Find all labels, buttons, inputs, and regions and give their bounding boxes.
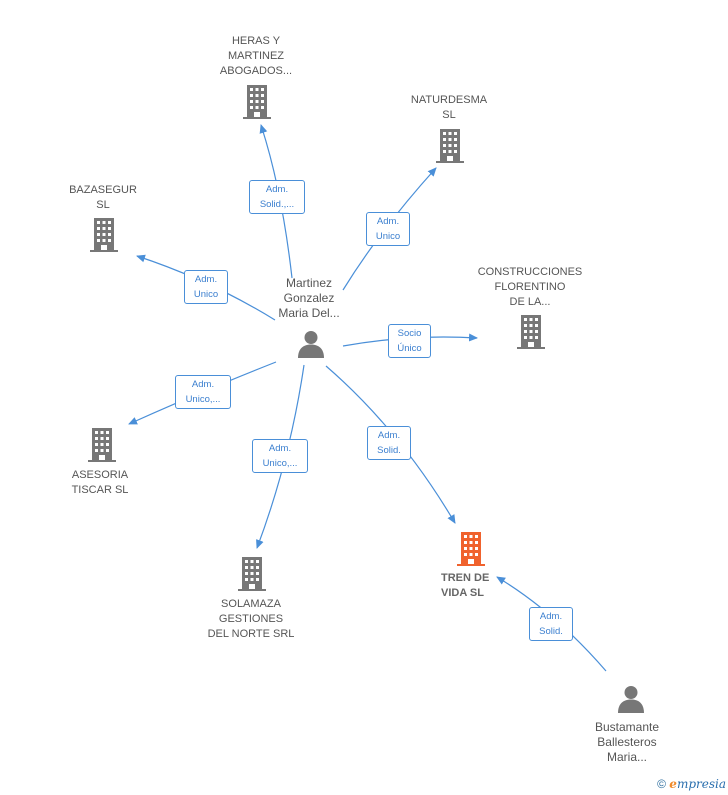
company-name-asesoria[interactable]: ASESORIA TISCAR SL bbox=[71, 469, 129, 496]
edge-label-solamaza: Adm. Unico,... bbox=[252, 439, 308, 473]
building-icon[interactable] bbox=[436, 129, 464, 163]
edge-label-heras: Adm. Solid.,... bbox=[249, 180, 305, 214]
building-icon[interactable] bbox=[88, 428, 116, 462]
edge-label-tren: Adm. Solid. bbox=[367, 426, 411, 460]
edge-label-bustamante-tren: Adm. Solid. bbox=[529, 607, 573, 641]
empresia-logo: empresia bbox=[669, 777, 726, 791]
edge-label-construcciones: Socio Único bbox=[388, 324, 431, 358]
building-icon[interactable] bbox=[243, 85, 271, 119]
company-name-naturdesma[interactable]: NATURDESMA SL bbox=[410, 94, 488, 121]
focus-building-icon[interactable] bbox=[457, 532, 485, 566]
company-name-construcciones[interactable]: CONSTRUCCIONES FLORENTINO DE LA... bbox=[477, 266, 583, 308]
building-icon[interactable] bbox=[517, 315, 545, 349]
person-name-bustamante[interactable]: Bustamante Ballesteros Maria... bbox=[594, 720, 660, 764]
edge-label-naturdesma: Adm. Unico bbox=[366, 212, 410, 246]
person-name-center[interactable]: Martinez Gonzalez Maria Del... bbox=[278, 276, 340, 320]
company-name-bazasegur[interactable]: BAZASEGUR SL bbox=[69, 184, 137, 211]
edge-label-bazasegur: Adm. Unico bbox=[184, 270, 228, 304]
company-name-solamaza[interactable]: SOLAMAZA GESTIONES DEL NORTE SRL bbox=[207, 598, 295, 640]
edge-label-asesoria: Adm. Unico,... bbox=[175, 375, 231, 409]
person-icon[interactable] bbox=[298, 331, 324, 358]
copyright-symbol: © bbox=[657, 777, 666, 791]
company-name-tren[interactable]: TREN DE VIDA SL bbox=[441, 572, 490, 599]
person-icon[interactable] bbox=[618, 686, 644, 713]
building-icon[interactable] bbox=[238, 557, 266, 591]
company-name-heras[interactable]: HERAS Y MARTINEZ ABOGADOS... bbox=[219, 35, 293, 77]
building-icon[interactable] bbox=[90, 218, 118, 252]
footer-brand: © empresia bbox=[657, 777, 726, 791]
